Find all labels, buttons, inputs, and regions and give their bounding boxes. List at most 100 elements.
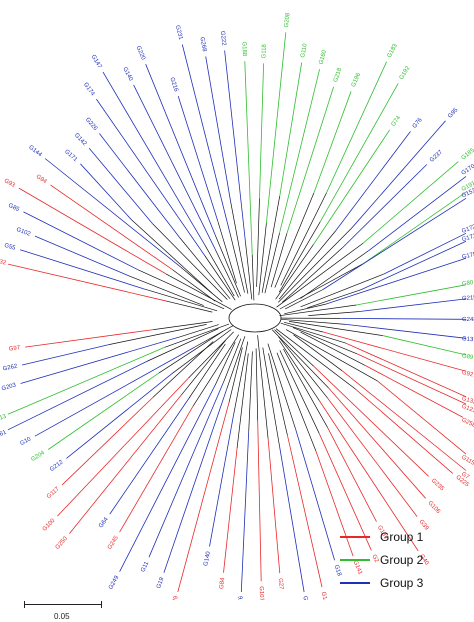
tree-leaf-branch [23,211,139,271]
leaf-label: G249 [108,574,121,590]
legend-item-group-3: Group 3 [340,574,465,592]
tree-inner-branch [230,201,249,294]
leaf-label: G27 [277,578,284,591]
tree-inner-branch [284,303,326,315]
tree-inner-branch [193,325,234,348]
tree-inner-branch [292,327,358,355]
leaf-label: G102 [15,227,31,238]
tree-leaf-branch [383,335,467,356]
tree-leaf-branch [360,240,467,291]
leaf-label: G55 [3,243,16,252]
leaf-label: G117 [46,486,61,500]
leaf-label: G115 [460,454,474,467]
tree-leaf-branch [352,120,446,228]
leaf-label: G10 [19,436,32,447]
tree-leaf-branch [318,433,372,551]
leaf-label: G173 [461,233,474,243]
tree-leaf-branch [358,298,467,312]
leaf-label: G250 [55,535,70,551]
tree-inner-branch [267,343,297,430]
tree-inner-branch [271,329,329,389]
tree-inner-branch [204,255,236,301]
scale-bar: 0.05 [24,601,102,621]
tree-leaf-branch [7,263,166,302]
tree-inner-branch [255,348,259,421]
tree-inner-branch [300,273,384,308]
tree-inner-branch [217,221,237,284]
tree-inner-branch [262,347,280,447]
leaf-label: G196 [351,72,363,88]
tree-leaf-branch [22,344,109,366]
tree-inner-branch [137,269,225,310]
tree-leaf-branch [19,249,145,290]
leaf-label: G84 [219,577,226,590]
tree-inner-branch [276,242,364,308]
tree-inner-branch [165,300,213,313]
leaf-label: G218 [333,67,344,83]
tree-inner-branch [214,248,239,298]
tree-inner-branch [279,350,320,434]
leaf-label: G137 [462,336,474,343]
tree-inner-branch [279,340,320,401]
tree-leaf-branch [133,84,216,250]
leaf-label: G141 [352,560,363,576]
tree-inner-branch [108,324,207,345]
tree-inner-branch [275,328,357,390]
tree-inner-branch [276,352,317,452]
tree-inner-branch [144,288,218,312]
leaf-label: G133 [461,396,474,406]
tree-leaf-branch [145,64,216,235]
tree-inner-branch [256,198,260,287]
tree-inner-branch [164,323,230,348]
leaf-label: G100 [42,518,57,533]
leaf-label: G110 [300,43,309,59]
tree-inner-branch [153,321,213,330]
tree-leaf-branch [96,98,206,256]
leaf-label: G95 [447,107,460,120]
scale-bar-label: 0.05 [54,612,70,621]
tree-inner-branch [248,351,253,432]
leaf-label: G192 [399,65,412,81]
tree-leaf-branch [328,387,426,499]
tree-root-loop [228,303,282,333]
tree-inner-branch [180,266,223,303]
tree-leaf-branch [223,447,238,573]
tree-inner-branch [278,230,336,300]
leaf-label: G231 [174,25,184,41]
leaf-label: G92 [461,370,474,379]
tree-leaf-branch [383,232,467,275]
tree-inner-branch [275,244,314,300]
tree-leaf-branch [205,56,232,203]
leaf-label: G40 [418,554,430,567]
tree-leaf-branch [7,346,165,415]
tree-inner-branch [279,304,357,317]
tree-inner-branch [308,311,359,316]
tree-inner-branch [214,341,236,386]
tree-leaf-branch [326,61,387,193]
leaf-label: G11 [140,560,150,573]
tree-inner-branch [261,195,281,293]
tree-leaf-branch [315,450,354,557]
tree-leaf-branch [240,431,250,593]
tree-inner-branch [280,322,347,344]
leaf-label: G19 [156,576,166,589]
tree-leaf-branch [119,406,194,533]
leaf-label: G172 [461,224,474,235]
tree-leaf-branch [279,445,305,593]
leaf-label: G171 [63,149,78,164]
leaf-label: G262 [2,363,18,372]
legend-label-group-1: Group 1 [380,530,424,544]
tree-inner-branch [228,347,243,403]
tree-inner-branch [245,242,253,300]
tree-leaf-branch [99,133,180,238]
leaf-label: G188 [240,41,247,57]
tree-leaf-branch [177,95,219,222]
tree-inner-branch [278,221,321,293]
tree-leaf-branch [364,365,464,418]
tree-inner-branch [281,318,346,325]
leaf-label: G121 [461,404,474,415]
tree-inner-branch [293,334,343,372]
tree-leaf-branch [80,163,132,221]
